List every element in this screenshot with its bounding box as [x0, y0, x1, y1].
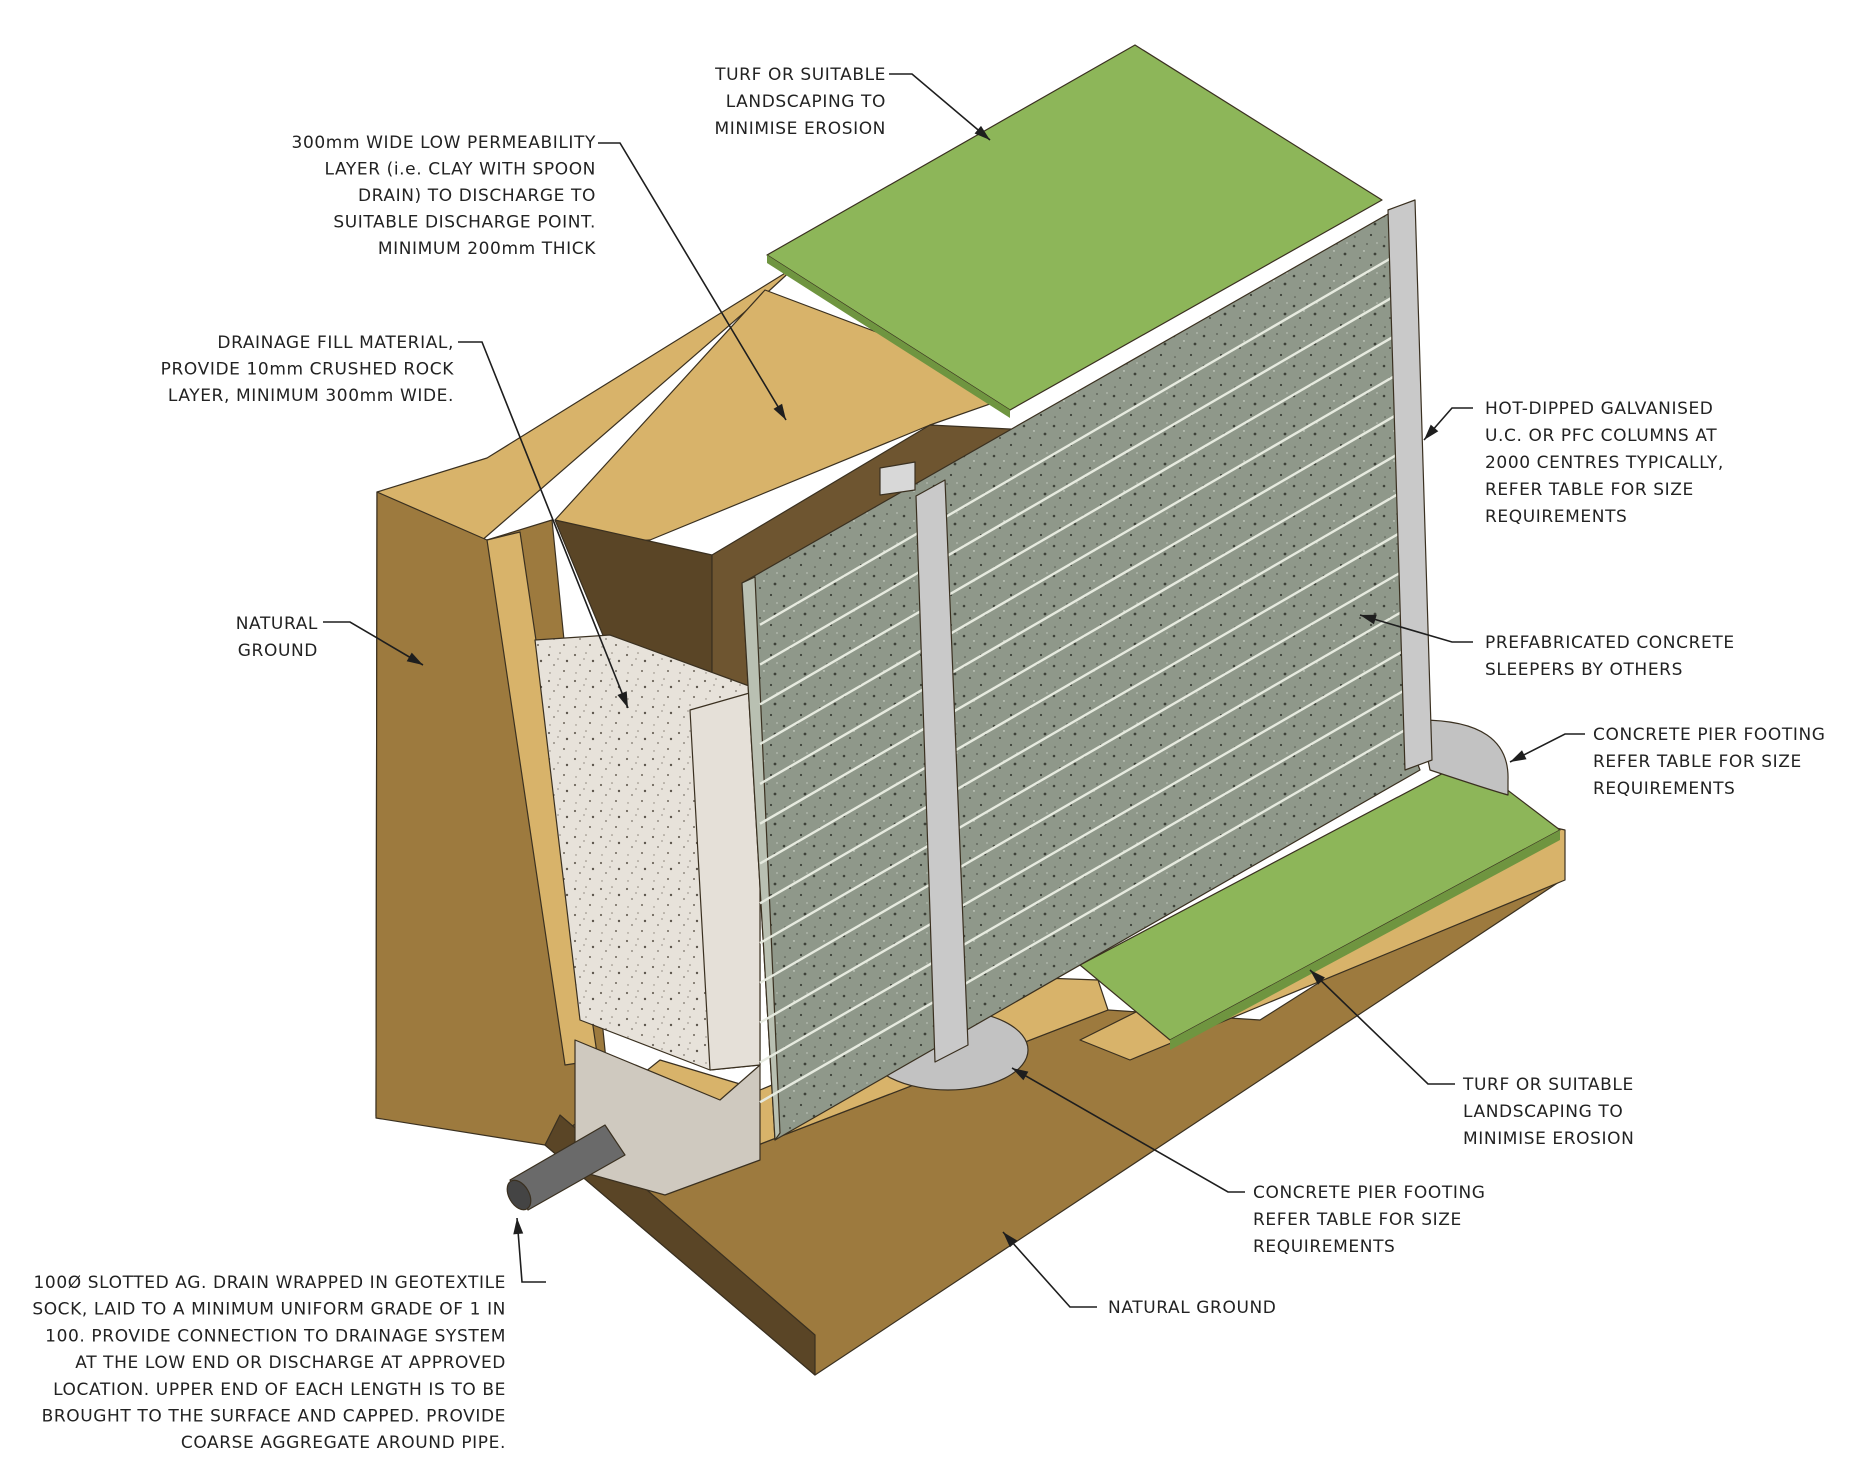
sleeper-joint-line [759, 648, 1406, 1024]
sleeper-joint-line [759, 688, 1406, 1064]
leader-columns-arrowhead [1424, 424, 1439, 440]
callout-text-line: REFER TABLE FOR SIZE [1485, 480, 1694, 500]
callout-text-line: SOCK, LAID TO A MINIMUM UNIFORM GRADE OF… [32, 1300, 506, 1320]
leader-pier-front-arrowhead [1012, 1068, 1029, 1081]
leader-pier-front [1011, 1067, 1245, 1193]
column-cap-bracket [879, 461, 916, 496]
callout-turf-top: TURF OR SUITABLE LANDSCAPING TO MINIMISE E… [714, 65, 886, 139]
leader-clay-layer-arrowhead [773, 403, 786, 420]
leader-natural-ground-bottom [1002, 1231, 1097, 1308]
callout-text-line: DRAINAGE FILL MATERIAL, [217, 333, 454, 353]
callout-natural-ground-left: NATURAL GROUND [236, 614, 318, 661]
callout-sleepers: PREFABRICATED CONCRETE SLEEPERS BY OTHERS [1485, 633, 1735, 680]
ag-drain-pipe-end [506, 1179, 532, 1211]
callout-text-line: MINIMISE EROSION [1463, 1129, 1634, 1149]
leader-clay-layer [598, 142, 787, 421]
callout-text-line: LANDSCAPING TO [726, 92, 886, 112]
callout-text-line: PREFABRICATED CONCRETE [1485, 633, 1735, 653]
sleeper-joint-line [759, 488, 1406, 865]
leader-natural-ground-left [323, 621, 424, 666]
callout-drainage-fill: DRAINAGE FILL MATERIAL, PROVIDE 10mm CRUS… [161, 333, 455, 406]
leader-turf-bottom [1309, 969, 1455, 1085]
leader-pier-right-arrowhead [1510, 750, 1527, 762]
sleeper-joint-line [759, 528, 1406, 905]
leader-drainage-fill-arrowhead [617, 691, 628, 708]
turf-bottom-edge [1170, 830, 1560, 1050]
callout-turf-bottom: TURF OR SUITABLE LANDSCAPING TO MINIMISE E… [1462, 1075, 1634, 1149]
leader-sleepers-arrowhead [1360, 614, 1377, 625]
leader-ag-drain [516, 1217, 546, 1283]
sleeper-joint-line [759, 328, 1406, 706]
callout-text-line: REQUIREMENTS [1485, 507, 1627, 527]
callout-text-line: PROVIDE 10mm CRUSHED ROCK [161, 360, 455, 380]
pier-footing-right [1419, 719, 1509, 796]
leader-pier-right [1509, 733, 1585, 763]
callout-text-line: MINIMISE EROSION [715, 119, 886, 139]
callout-ag-drain: 100Ø SLOTTED AG. DRAIN WRAPPED IN GEOTEX… [32, 1273, 506, 1453]
callout-text-line: REQUIREMENTS [1593, 779, 1735, 799]
callout-text-line: GROUND [238, 641, 318, 661]
callout-text-line: 2000 CENTRES TYPICALLY, [1485, 453, 1724, 473]
callout-natural-ground-bottom: NATURAL GROUND [1108, 1298, 1277, 1318]
callout-text-line: TURF OR SUITABLE [714, 65, 886, 85]
callout-text-line: 100Ø SLOTTED AG. DRAIN WRAPPED IN GEOTEX… [34, 1273, 506, 1293]
leader-drainage-fill [458, 341, 629, 709]
callout-clay-layer: 300mm WIDE LOW PERMEABILITY LAYER (i.e. C… [292, 133, 596, 259]
sleeper-joint-line [759, 448, 1406, 825]
sleeper-joint-line [759, 608, 1406, 984]
callout-labels: TURF OR SUITABLE LANDSCAPING TO MINIMISE E… [32, 65, 1825, 1453]
callout-text-line: 300mm WIDE LOW PERMEABILITY [292, 133, 596, 153]
callout-text-line: CONCRETE PIER FOOTING [1253, 1183, 1486, 1203]
callout-text-line: SUITABLE DISCHARGE POINT. [333, 213, 596, 233]
callout-text-line: AT THE LOW END OR DISCHARGE AT APPROVED [75, 1353, 506, 1373]
callout-pier-front: CONCRETE PIER FOOTING REFER TABLE FOR SIZ… [1253, 1183, 1486, 1257]
callout-text-line: LAYER (i.e. CLAY WITH SPOON [325, 160, 596, 180]
sleeper-joint-line [759, 408, 1406, 785]
leader-turf-top-arrowhead [974, 125, 990, 140]
callout-text-line: 100. PROVIDE CONNECTION TO DRAINAGE SYST… [45, 1326, 506, 1346]
callout-pier-right: CONCRETE PIER FOOTING REFER TABLE FOR SIZ… [1593, 725, 1826, 799]
leader-sleepers [1359, 614, 1473, 643]
steel-column-right [1387, 199, 1433, 771]
callout-text-line: MINIMUM 200mm THICK [378, 239, 596, 259]
leader-ag-drain-arrowhead [513, 1218, 524, 1235]
callout-text-line: LANDSCAPING TO [1463, 1102, 1623, 1122]
sleeper-joint-line [759, 248, 1406, 626]
sleeper-joint-line [759, 728, 1406, 1104]
retaining-wall-isometric [375, 44, 1566, 1376]
leader-natural-ground-bottom-arrowhead [1003, 1232, 1018, 1248]
callout-text-line: SLEEPERS BY OTHERS [1485, 660, 1683, 680]
callout-text-line: NATURAL GROUND [1108, 1298, 1277, 1318]
callout-text-line: CONCRETE PIER FOOTING [1593, 725, 1826, 745]
sleeper-joints [759, 248, 1406, 1104]
sleeper-joint-line [759, 368, 1406, 746]
sleeper-joint-line [759, 288, 1406, 666]
sleeper-wall-end [741, 576, 781, 1141]
callout-text-line: REFER TABLE FOR SIZE [1253, 1210, 1462, 1230]
leader-lines [323, 73, 1585, 1308]
callout-text-line: LOCATION. UPPER END OF EACH LENGTH IS TO… [53, 1380, 506, 1400]
callout-columns: HOT-DIPPED GALVANISED U.C. OR PFC COLUMNS… [1485, 399, 1724, 527]
turf-top-edge [767, 255, 1010, 418]
leader-turf-bottom-arrowhead [1310, 970, 1325, 985]
sleeper-joint-line [759, 568, 1406, 945]
callout-text-line: REQUIREMENTS [1253, 1237, 1395, 1257]
callout-text-line: DRAIN) TO DISCHARGE TO [358, 186, 596, 206]
steel-column-front [915, 479, 969, 1063]
callout-text-line: REFER TABLE FOR SIZE [1593, 752, 1802, 772]
callout-text-line: U.C. OR PFC COLUMNS AT [1485, 426, 1717, 446]
leader-turf-top [889, 73, 991, 141]
callout-text-line: HOT-DIPPED GALVANISED [1485, 399, 1714, 419]
leader-natural-ground-left-arrowhead [406, 652, 423, 665]
callout-text-line: NATURAL [236, 614, 318, 634]
callout-text-line: LAYER, MINIMUM 300mm WIDE. [168, 386, 454, 406]
callout-text-line: BROUGHT TO THE SURFACE AND CAPPED. PROVI… [42, 1407, 506, 1427]
callout-text-line: TURF OR SUITABLE [1462, 1075, 1634, 1095]
callout-text-line: COARSE AGGREGATE AROUND PIPE. [181, 1433, 506, 1453]
